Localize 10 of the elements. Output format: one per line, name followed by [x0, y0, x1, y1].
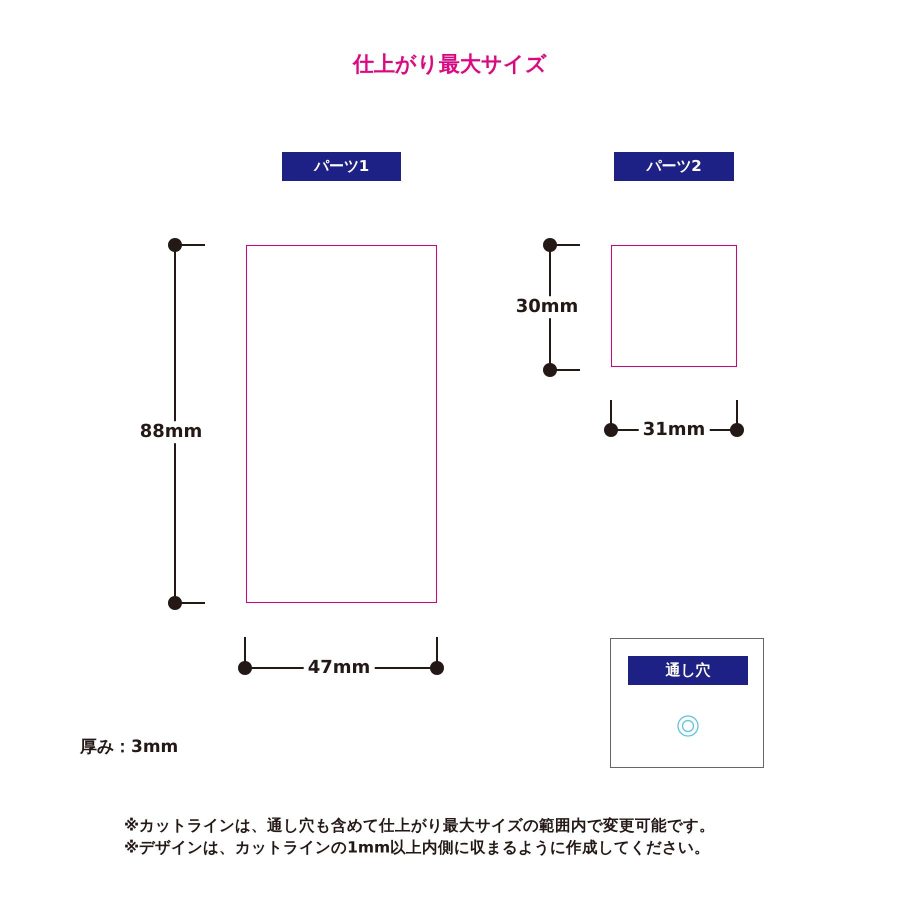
hole-panel [610, 638, 764, 768]
title: 仕上がり最大サイズ [351, 51, 548, 78]
cut-outline [246, 245, 437, 603]
note-text: ※デザインは、カットラインの1mm以上内側に収まるように作成してください。 [124, 838, 710, 858]
part-label: パーツ1 [282, 152, 401, 181]
cut-outline [611, 245, 737, 367]
part-label: パーツ2 [614, 152, 734, 181]
note-text: ※カットラインは、通し穴も含めて仕上がり最大サイズの範囲内で変更可能です。 [124, 816, 716, 836]
thickness-note: 厚み：3mm [80, 736, 178, 758]
hole-label: 通し穴 [628, 656, 748, 685]
